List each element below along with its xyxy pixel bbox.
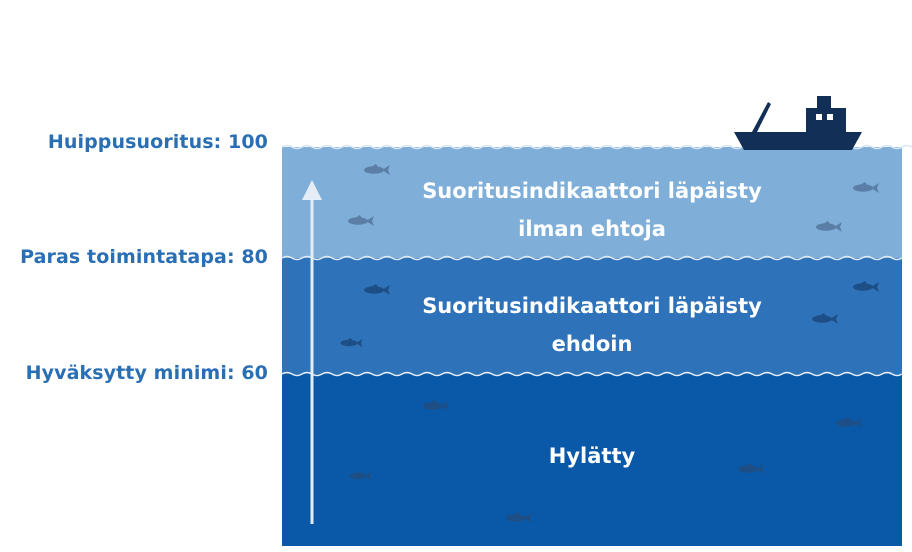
wave-line-60 — [281, 371, 903, 377]
zone-top-line1: Suoritusindikaattori läpäisty — [422, 179, 762, 203]
level-label-60: Hyväksytty minimi: 60 — [25, 362, 268, 384]
zone-middle-band — [282, 258, 902, 375]
zone-middle-line2: ehdoin — [551, 332, 633, 356]
zone-top-label: Suoritusindikaattori läpäisty ilman ehto… — [282, 172, 902, 248]
zone-low-band — [282, 374, 902, 546]
wave-line-80 — [281, 255, 903, 261]
zone-low-line1: Hylätty — [548, 444, 636, 468]
fishing-boat-icon — [734, 96, 862, 150]
zone-low-label: Hylätty — [282, 437, 902, 475]
level-label-80: Paras toimintatapa: 80 — [20, 246, 268, 268]
zone-middle-label: Suoritusindikaattori läpäisty ehdoin — [282, 287, 902, 363]
level-label-100: Huippusuoritus: 100 — [47, 131, 268, 153]
zone-top-line2: ilman ehtoja — [518, 217, 666, 241]
zone-top-band — [282, 147, 902, 259]
zone-middle-line1: Suoritusindikaattori läpäisty — [422, 294, 762, 318]
up-arrow-icon — [302, 180, 322, 524]
